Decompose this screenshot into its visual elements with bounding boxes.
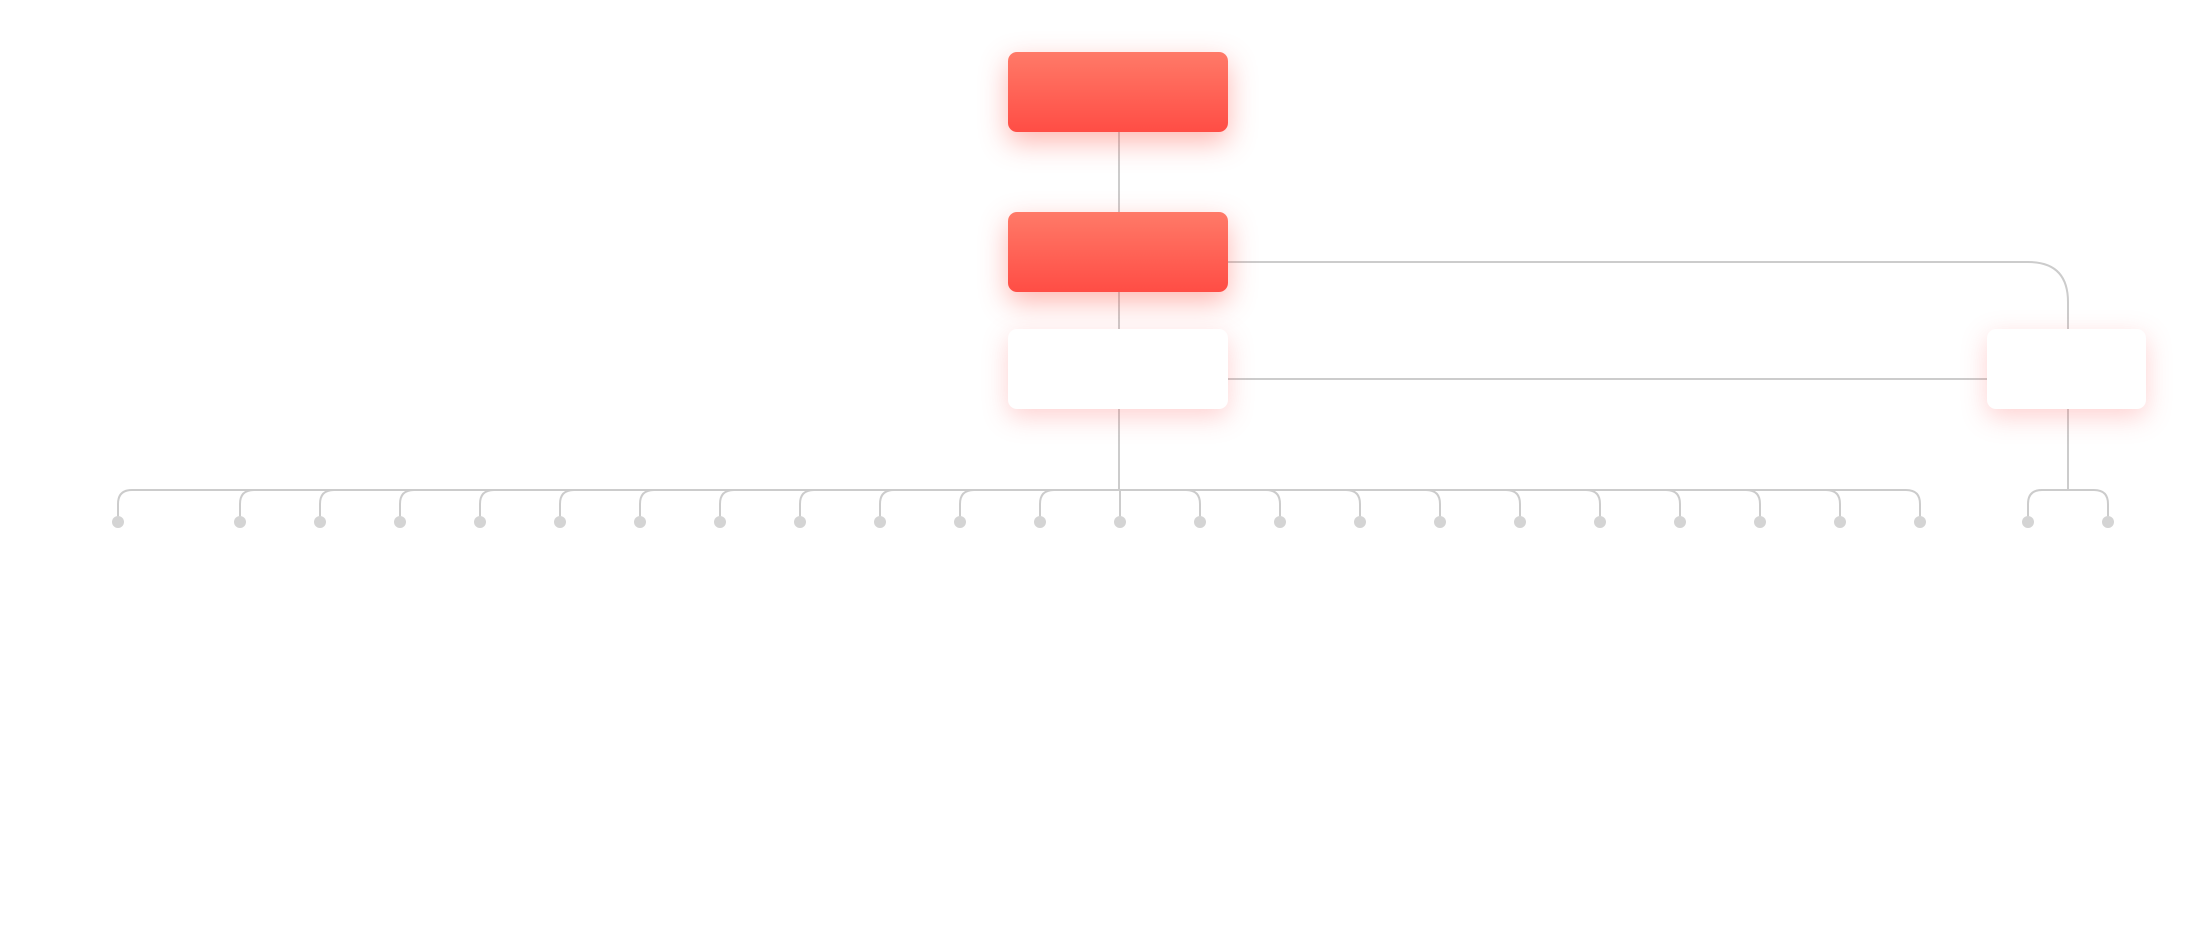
second-level-node[interactable] — [1008, 212, 1228, 292]
leaf-branch-third-10 — [959, 489, 975, 522]
leaf-branch-third-2 — [319, 489, 335, 522]
leaf-branch-third-3 — [399, 489, 415, 522]
leaf-branch-third-14 — [1265, 489, 1281, 522]
third-level-node[interactable] — [1008, 329, 1228, 409]
leaf-dot-third-6[interactable] — [634, 516, 646, 528]
leaf-branch-third-17 — [1505, 489, 1521, 522]
leaf-dot-third-4[interactable] — [474, 516, 486, 528]
leaf-branch-side-0 — [2027, 489, 2043, 522]
leaf-branch-third-5 — [559, 489, 575, 522]
leaf-branch-third-16 — [1425, 489, 1441, 522]
leaf-dot-third-18[interactable] — [1594, 516, 1606, 528]
leaf-dot-third-16[interactable] — [1434, 516, 1446, 528]
leaf-branch-third-0 — [117, 489, 133, 522]
leaf-dot-third-7[interactable] — [714, 516, 726, 528]
edge-group — [117, 132, 2109, 522]
leaf-branch-third-15 — [1345, 489, 1361, 522]
leaf-dot-third-13[interactable] — [1194, 516, 1206, 528]
leaf-dot-third-14[interactable] — [1274, 516, 1286, 528]
leaf-dot-third-21[interactable] — [1834, 516, 1846, 528]
leaf-dot-third-1[interactable] — [234, 516, 246, 528]
leaf-branch-third-22 — [1905, 489, 1921, 522]
leaf-branch-side-1 — [2093, 489, 2109, 522]
leaf-dot-third-15[interactable] — [1354, 516, 1366, 528]
leaf-dot-third-12[interactable] — [1114, 516, 1126, 528]
leaf-dot-third-3[interactable] — [394, 516, 406, 528]
leaf-branch-third-7 — [719, 489, 735, 522]
side-node[interactable] — [1987, 329, 2146, 409]
leaf-dot-third-2[interactable] — [314, 516, 326, 528]
leaf-branch-third-11 — [1039, 489, 1055, 522]
leaf-branch-third-4 — [479, 489, 495, 522]
leaf-branch-third-9 — [879, 489, 895, 522]
leaf-dot-third-17[interactable] — [1514, 516, 1526, 528]
leaf-branch-third-6 — [639, 489, 655, 522]
leaf-dot-third-9[interactable] — [874, 516, 886, 528]
leaf-dot-side-1[interactable] — [2102, 516, 2114, 528]
leaf-dot-third-8[interactable] — [794, 516, 806, 528]
leaf-branch-third-19 — [1665, 489, 1681, 522]
edge-second-to-side — [1228, 261, 2069, 329]
leaf-branch-third-1 — [239, 489, 255, 522]
leaf-dot-third-0[interactable] — [112, 516, 124, 528]
leaf-dot-side-0[interactable] — [2022, 516, 2034, 528]
leaf-dot-group — [112, 516, 2114, 528]
leaf-dot-third-20[interactable] — [1754, 516, 1766, 528]
root-node[interactable] — [1008, 52, 1228, 132]
leaf-dot-third-19[interactable] — [1674, 516, 1686, 528]
leaf-branch-third-21 — [1825, 489, 1841, 522]
leaf-dot-third-5[interactable] — [554, 516, 566, 528]
leaf-dot-third-22[interactable] — [1914, 516, 1926, 528]
leaf-dot-third-11[interactable] — [1034, 516, 1046, 528]
leaf-branch-third-8 — [799, 489, 815, 522]
leaf-dot-third-10[interactable] — [954, 516, 966, 528]
leaf-branch-third-18 — [1585, 489, 1601, 522]
leaf-branch-third-13 — [1185, 489, 1201, 522]
leaf-branch-third-20 — [1745, 489, 1761, 522]
